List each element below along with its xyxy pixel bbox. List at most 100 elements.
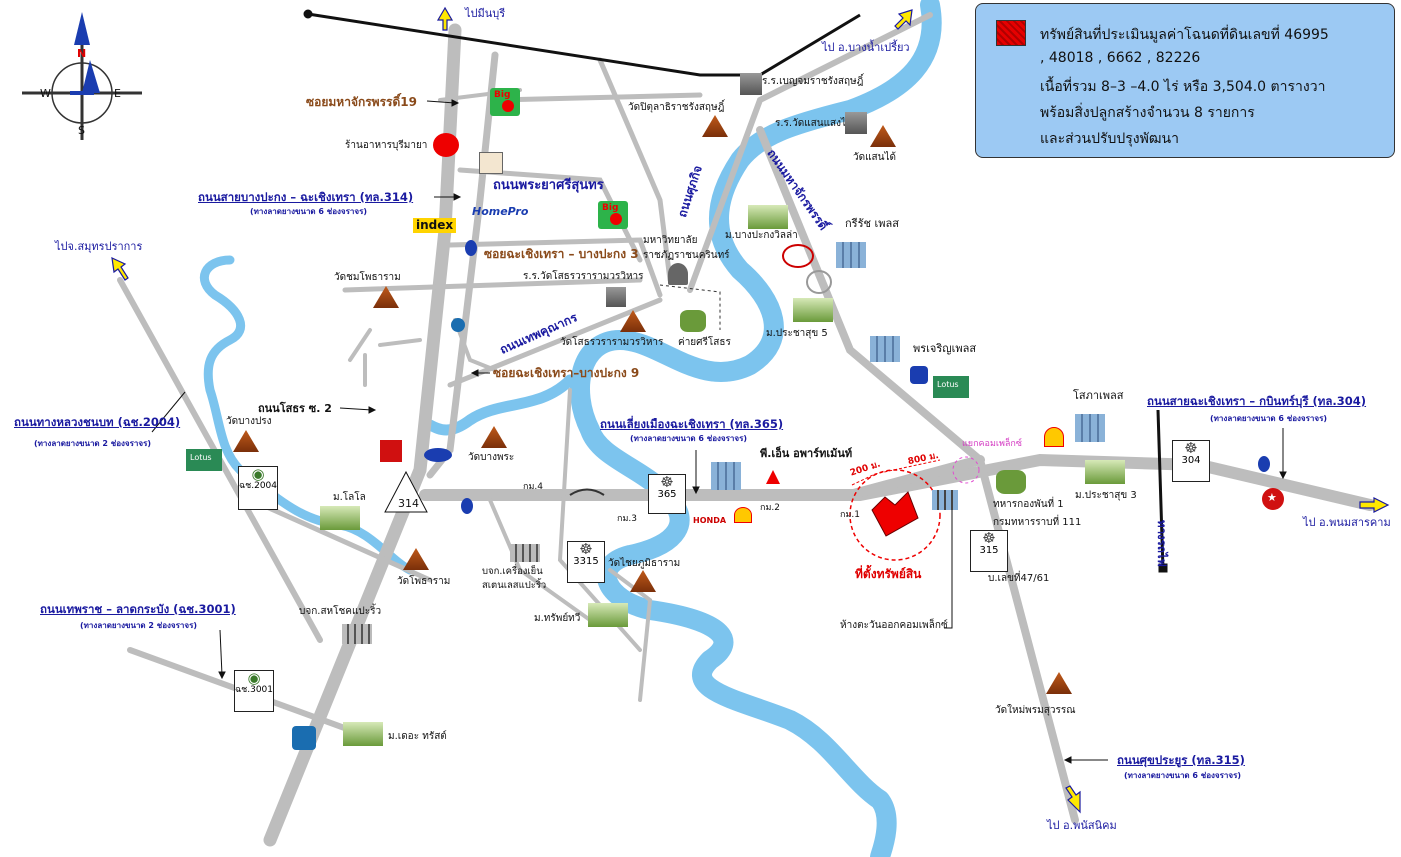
label-ban-lalo: ม.โลโล [333,492,366,503]
label-wat-pitulathi: วัดปิตุลาธิราชรังสฤษฎิ์ [628,102,725,113]
label-pornchern: พรเจริญเพลส [913,342,977,355]
ptt-icon-3 [1258,456,1270,472]
road-365-sub: (ทางลาดยางขนาด 6 ช่องจราจร) [630,434,748,443]
village-icon-3 [320,506,360,530]
legend-line-3: เนื้อที่รวม 8–3 –4.0 ไร่ หรือ 3,504.0 ตา… [1040,79,1326,95]
legend-line-2: , 48018 , 6662 , 82226 [1040,50,1201,66]
shield-304: ☸304 [1172,440,1210,482]
km3-label: กม.3 [617,514,637,524]
compass-s: S [78,124,85,137]
dir-minburi: ไปมีนบุรี [465,7,506,20]
railway-label: ทางรถไฟ [1155,520,1169,567]
bank-icon-3 [292,726,316,750]
dashed-path [659,284,721,330]
label-prachasuk5: ม.ประชาสุข 5 [766,328,828,339]
road-2004: ถนนทางหลวงชนบท (ฉช.2004) [14,415,181,429]
label-crossroad: แยกคอมเพล็กซ์ [962,439,1022,449]
village-icon [748,205,788,229]
label-rajabhat: มหาวิทยาลัย ราชภัฏราชนครินทร์ [643,235,730,261]
village-icon-6 [343,722,383,746]
condo-icon-2 [870,336,900,362]
school-icon-2 [845,112,867,134]
bridge [569,488,605,496]
compass-n: N [77,47,87,60]
condo-icon [836,242,866,268]
label-sopha: โสภาเพลส [1073,389,1124,402]
label-wat-chaimongkhon: วัดไชยภูมิธาราม [608,558,681,569]
rajabhat-icon [668,263,688,285]
school-icon [740,73,762,95]
school-icon-3 [606,287,626,307]
index-icon: index [413,218,457,234]
bank-icon-2 [451,318,465,332]
ford-icon [424,448,452,462]
road-314-sub: (ทางลาดยางขนาด 6 ช่องจราจร) [250,207,368,216]
homepro-icon: HomePro [472,205,529,218]
village-icon-2 [793,298,833,322]
shield-ch2004: ◉ฉช.2004 [238,466,278,510]
condo-icon-4 [711,462,741,490]
honda-icon: HONDA [693,516,727,525]
legend-line-1: ทรัพย์สินที่ประเมินมูลค่าโฉนดที่ดินเลขที… [1040,27,1329,43]
village-icon-5 [588,603,628,627]
road-314: ถนนสายบางปะกง – ฉะเชิงเทรา (ทล.314) [198,190,414,204]
camp-icon [680,310,706,332]
compass-e: E [114,87,121,100]
ptt-icon-2 [461,498,473,514]
dir-phanomsarakham: ไป อ.พนมสารคาม [1303,516,1391,529]
ptt-icon [465,240,477,256]
road-365: ถนนเลี่ยงเมืองฉะเชิงเทรา (ทล.365) [600,417,784,431]
condo-icon-3 [1075,414,1105,442]
label-wat-saenkham: วัดแสนได้ [853,152,897,163]
road-sothon2: ถนนโสธร ซ. 2 [258,402,332,415]
lotus-icon: Lotus [186,449,222,471]
label-prachasuk3: ม.ประชาสุข 3 [1075,490,1137,501]
road-soi19: ซอยมหาจักรพรรดิ์19 [306,95,417,109]
shell-icon-2 [734,507,752,523]
label-school-benchama: ร.ร.เบญจมราชรังสฤษฎิ์ [762,76,864,87]
label-army2: กรมทหารราบที่ 111 [993,517,1082,528]
leader-lines [151,99,1287,764]
km2-label: กม.2 [760,503,780,513]
dir-bangnamprieo: ไป อ.บางน้ำเปรี้ยว [822,41,910,54]
label-school-saenkham: ร.ร.วัดแสนแสงได้ [775,118,853,129]
dir-samutprakan: ไปจ.สมุทรปราการ [55,240,143,253]
label-pn-apartment: พี.เอ็น อพาร์ทเม้นท์ [760,447,853,460]
dir-phanatnikhom: ไป อ.พนัสนิคม [1047,819,1117,832]
direction-arrows [111,6,1390,814]
label-wat-sothon: วัดโสธรวรารามวรวิหาร [560,337,664,348]
shield-314: 314 [383,470,429,514]
restaurant-icon [433,133,459,157]
factory-icon-2 [342,624,372,644]
factory-icon [510,544,540,562]
railway [303,9,1168,573]
road-315-sub: (ทางลาดยางขนาด 6 ช่องจราจร) [1124,771,1242,780]
caltex-icon: ★ [1262,488,1284,510]
bank-icon [910,366,928,384]
road-soi9: ซอยฉะเชิงเทรา–บางปะกง 9 [493,366,640,380]
label-wat-phodharam: วัดชมโพธาราม [334,272,401,283]
road-304: ถนนสายฉะเชิงเทรา – กบินทร์บุรี (ทล.304) [1147,394,1367,408]
property-marker [849,456,980,561]
lotus-icon-2: Lotus [933,376,969,398]
village-icon-4 [1085,460,1125,484]
road-3001: ถนนเทพราช – ลาดกระบัง (ฉช.3001) [40,602,236,616]
label-property: ที่ตั้งทรัพย์สิน [855,567,922,581]
road-3001-sub: (ทางลาดยางขนาด 2 ช่องจราจร) [80,621,198,630]
bigc-icon-2: Big [598,201,628,229]
property-swatch [996,20,1026,46]
label-wat-phothiram: วัดโพธาราม [397,576,451,587]
label-camp: ค่ายศรีโสธร [678,337,731,348]
toyota-icon [782,244,814,268]
label-army: ทหารกองพันที่ 1 [993,499,1064,510]
compass-rose [22,12,142,140]
shield-365: ☸365 [648,474,686,514]
label-co-sahachok: บจก.สหโชคแปะริ้ว [299,606,382,617]
mall-icon [932,490,958,510]
road-phraya: ถนนพระยาศรีสุนทร [493,178,604,193]
legend-box: ทรัพย์สินที่ประเมินมูลค่าโฉนดที่ดินเลขที… [975,3,1395,158]
bigc-icon: Big [490,88,520,116]
label-wat-bangprong: วัดบางปรง [226,416,272,427]
label-ban-sapthawi: ม.ทรัพย์ทวี [534,613,581,624]
